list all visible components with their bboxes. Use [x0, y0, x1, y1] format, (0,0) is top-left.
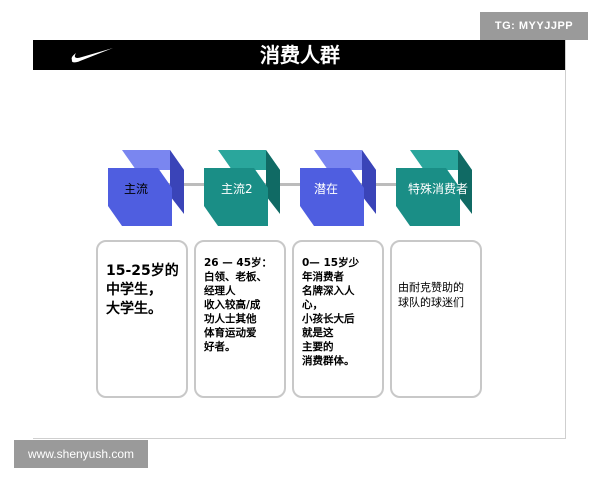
- segment-cube-3: [300, 150, 380, 230]
- watermark-top-right: TG: MYYJJPP: [480, 12, 588, 40]
- watermark-bottom-left: www.shenyush.com: [14, 440, 148, 468]
- segment-label-1: 主流: [124, 182, 149, 196]
- segment-cube-1: [108, 150, 188, 230]
- segment-card-3: [292, 240, 384, 398]
- slide-frame: [33, 40, 566, 439]
- segment-cube-2: [204, 150, 284, 230]
- segment-label-2: 主流2: [221, 182, 253, 196]
- segment-cube-4: [396, 150, 476, 230]
- card-text-2: 26 — 45岁： 白领、老板、 经理人 收入较高/成 功人士其他 体育运动爱 …: [204, 257, 273, 353]
- header-bar: [33, 40, 565, 70]
- segment-card-1: [96, 240, 188, 398]
- segment-label-3: 潜在: [314, 182, 339, 196]
- card-text-3: 0— 15岁少 年消费者 名牌深入人 心， 小孩长大后 就是这 主要的 消费群体…: [302, 257, 360, 367]
- swoosh-logo-icon: [71, 48, 113, 63]
- segment-card-2: [194, 240, 286, 398]
- card-text-4: 由耐克赞助的 球队的球迷们: [398, 281, 464, 309]
- card-text-1: 15-25岁的 中学生， 大学生。: [106, 263, 179, 317]
- timeline-connector: [150, 183, 420, 186]
- slide-title: 消费人群: [260, 43, 340, 67]
- segment-card-4: [390, 240, 482, 398]
- segment-label-4: 特殊消费者: [408, 182, 469, 196]
